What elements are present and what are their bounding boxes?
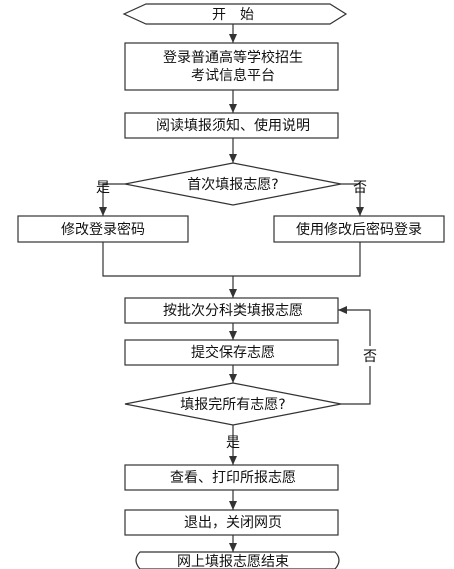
- yes-left-label: 是: [96, 180, 110, 196]
- login-platform-box: [124, 42, 339, 91]
- first-time-question: 首次填报志愿?: [187, 177, 278, 193]
- read-instructions-box: [124, 112, 339, 139]
- fill-by-batch-label: 按批次分科类填报志愿: [163, 303, 303, 319]
- login-new-password-label: 使用修改后密码登录: [296, 221, 422, 238]
- login-label-line1: 登录普通高等学校招生: [163, 49, 303, 66]
- yes-bottom-label: 是: [226, 435, 240, 451]
- view-print-box: [124, 464, 339, 491]
- start-label: 开 始: [212, 7, 254, 23]
- submit-save-label: 提交保存志愿: [191, 344, 275, 361]
- loop-no-label: 否: [363, 349, 377, 365]
- arrow-no-to-login-new: [341, 183, 364, 216]
- exit-box: [124, 509, 339, 536]
- login-label-line2: 考试信息平台: [191, 67, 275, 84]
- view-print-label: 查看、打印所报志愿: [170, 469, 296, 486]
- login-new-password-box: [273, 215, 445, 243]
- end-terminator: [135, 551, 340, 569]
- read-instructions-label: 阅读填报须知、使用说明: [156, 117, 310, 134]
- submit-save-box: [124, 339, 339, 366]
- exit-label: 退出，关闭网页: [184, 515, 282, 531]
- modify-password-label: 修改登录密码: [61, 221, 145, 238]
- start-terminator: [122, 3, 348, 25]
- loop-label-bg: [361, 346, 379, 366]
- end-label: 网上填报志愿结束: [177, 554, 289, 569]
- arrow-yes-to-modify: [99, 183, 125, 216]
- all-done-question: 填报完所有志愿?: [180, 397, 285, 413]
- no-right-label: 否: [353, 180, 367, 196]
- merge-line: [102, 242, 361, 277]
